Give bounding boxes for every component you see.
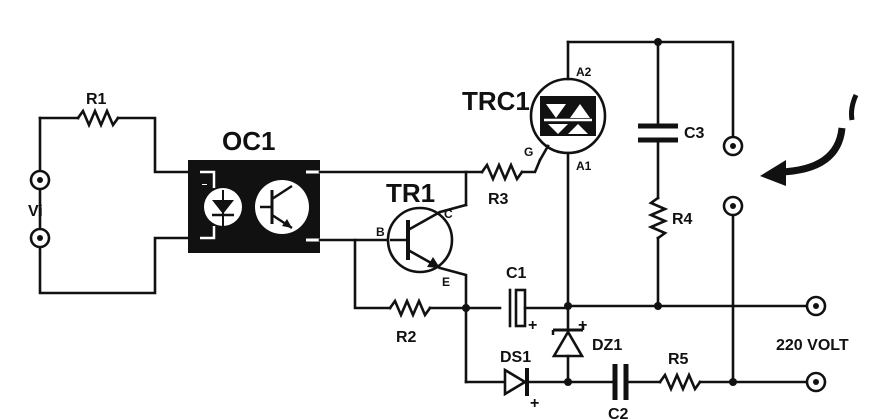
mains-terminal-top	[805, 295, 827, 317]
label-trc1: TRC1	[462, 86, 530, 116]
diode-ds1	[503, 367, 529, 397]
pin-a2: A2	[576, 65, 592, 79]
vi-terminal-bottom	[29, 227, 51, 249]
label-oc1: OC1	[222, 126, 275, 156]
vi-terminal-top	[29, 169, 51, 191]
label-ds1: DS1	[500, 349, 531, 366]
resistor-r4	[647, 196, 669, 308]
capacitor-c3	[638, 123, 678, 200]
label-c2: C2	[608, 406, 629, 420]
label-r4: R4	[672, 211, 693, 228]
resistor-r3	[480, 158, 542, 183]
capacitor-c1	[508, 288, 570, 328]
label-vi: Vi	[28, 203, 43, 220]
optocoupler-oc1	[188, 160, 320, 253]
label-r2: R2	[396, 329, 417, 346]
load-arrow	[760, 93, 859, 186]
capacitor-c2	[612, 364, 629, 400]
pin-b: B	[376, 225, 385, 239]
label-mains: 220 VOLT	[776, 337, 849, 354]
label-tr1: TR1	[386, 178, 435, 208]
load-terminal-bottom	[722, 195, 744, 384]
resistor-r2	[388, 297, 502, 319]
label-r3: R3	[488, 191, 509, 208]
label-r1: R1	[86, 91, 107, 108]
zener-dz1	[551, 304, 585, 384]
plus-c1: +	[528, 317, 537, 334]
pin-e: E	[442, 275, 450, 289]
label-r5: R5	[668, 351, 689, 368]
label-c3: C3	[684, 125, 705, 142]
input-wires	[38, 116, 190, 295]
pin-c: C	[444, 207, 453, 221]
resistor-r5	[658, 371, 702, 393]
load-terminal-top	[722, 135, 744, 157]
label-dz1: DZ1	[592, 337, 622, 354]
plus-dz1: +	[578, 317, 587, 334]
oc-output-wires	[318, 170, 484, 310]
pin-a1: A1	[576, 159, 592, 173]
mains-terminal-bottom	[805, 371, 827, 393]
pin-g: G	[524, 145, 533, 159]
label-c1: C1	[506, 265, 527, 282]
mains-wires	[462, 302, 808, 386]
top-rail	[566, 38, 735, 137]
resistor-r1	[76, 107, 120, 129]
triac-trc1	[529, 40, 607, 310]
transistor-tr1	[386, 203, 468, 310]
plus-ds1: +	[530, 395, 539, 412]
